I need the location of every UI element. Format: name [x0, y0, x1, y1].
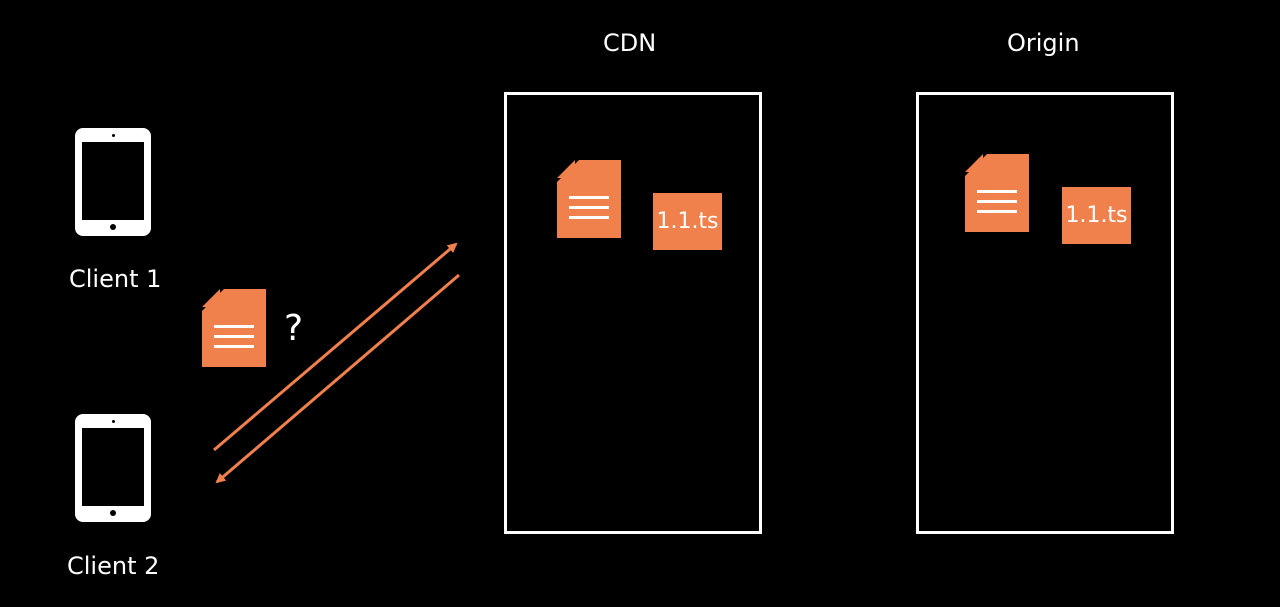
cdn-title: CDN	[603, 29, 657, 57]
origin-segment-file: 1.1.ts	[1062, 187, 1131, 244]
origin-playlist-document-icon	[965, 154, 1029, 232]
request-arrow	[213, 242, 458, 452]
request-playlist-document-icon	[202, 289, 266, 367]
response-arrow	[215, 273, 460, 484]
tablet-screen	[82, 428, 144, 506]
tablet-screen	[82, 142, 144, 220]
origin-title: Origin	[1007, 29, 1080, 57]
home-button	[110, 224, 116, 230]
client-1-tablet-icon	[75, 128, 151, 236]
origin-box	[916, 92, 1174, 534]
cdn-playlist-document-icon	[557, 160, 621, 238]
camera-dot	[112, 420, 115, 423]
client-1-label: Client 1	[69, 265, 162, 293]
home-button	[110, 510, 116, 516]
cdn-segment-file: 1.1.ts	[653, 193, 722, 250]
camera-dot	[112, 134, 115, 137]
cdn-box	[504, 92, 762, 534]
client-2-tablet-icon	[75, 414, 151, 522]
client-2-label: Client 2	[67, 552, 160, 580]
question-mark: ?	[284, 308, 304, 349]
